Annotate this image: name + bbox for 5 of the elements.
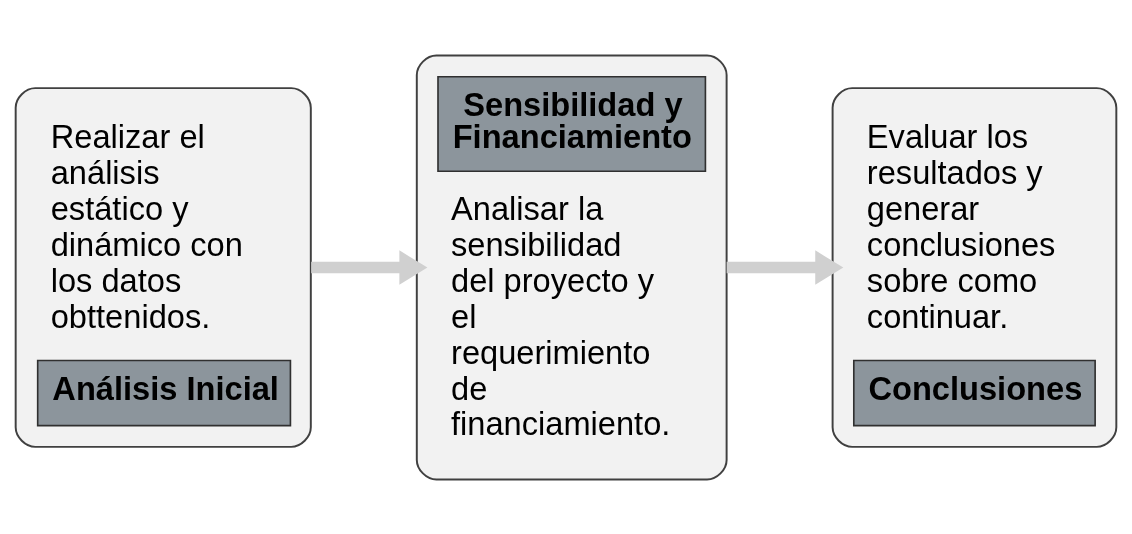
node-box: Sensibilidad y Financiamiento Analisar la sensibilidad del proyecto y el requerimiento de financiamiento. <box>415 54 728 480</box>
node-box: Realizar el análisis estático y dinámico con los datos obttenidos. Análisis Inicial <box>14 86 312 448</box>
arrow <box>311 249 428 285</box>
node-box: Evaluar los resultados y generar conclusiones sobre como continuar. Conclusiones <box>831 86 1118 448</box>
arrow <box>726 249 844 285</box>
